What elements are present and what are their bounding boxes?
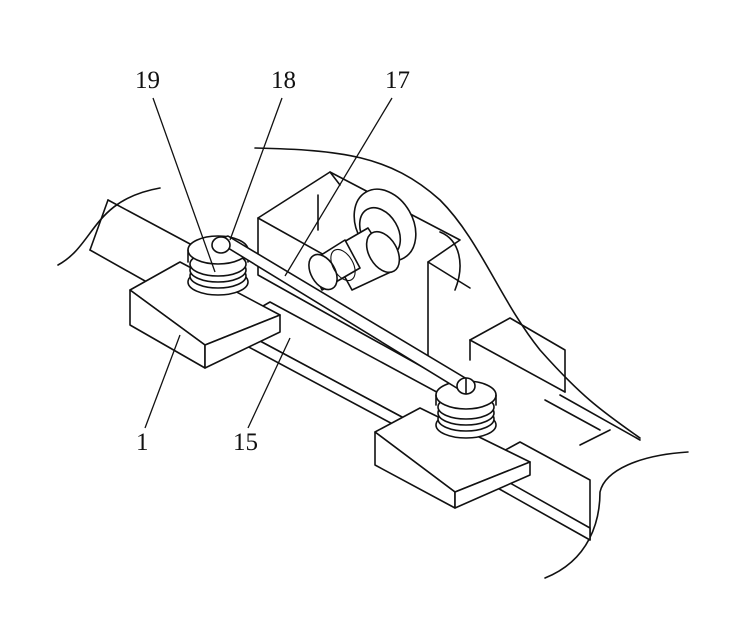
leader-17 — [284, 97, 393, 277]
sliding-plate — [229, 301, 591, 541]
label-1: 1 — [136, 429, 149, 456]
leader-lines — [144, 97, 393, 429]
right-spring-stack — [435, 380, 497, 439]
leader-15 — [247, 337, 291, 429]
right-slider-block — [374, 407, 531, 509]
cover-outline — [254, 147, 689, 579]
connecting-rod — [211, 235, 476, 395]
label-17: 17 — [385, 67, 410, 94]
leader-18 — [229, 97, 283, 241]
leader-1 — [144, 334, 181, 429]
drive-motor — [308, 188, 417, 291]
label-18: 18 — [271, 67, 296, 94]
label-19: 19 — [135, 67, 160, 94]
label-15: 15 — [233, 429, 258, 456]
left-slider-block — [129, 261, 281, 369]
leader-19 — [152, 97, 216, 273]
